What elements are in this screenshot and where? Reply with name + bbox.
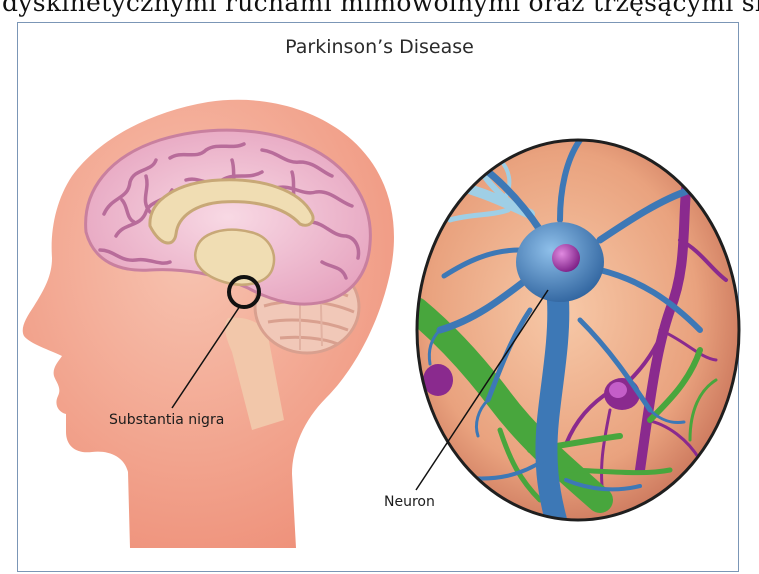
neuron-closeup (416, 122, 739, 520)
substantia-nigra-label: Substantia nigra (109, 412, 224, 428)
neuron-label: Neuron (384, 494, 435, 510)
neuron-nucleus (552, 244, 580, 272)
